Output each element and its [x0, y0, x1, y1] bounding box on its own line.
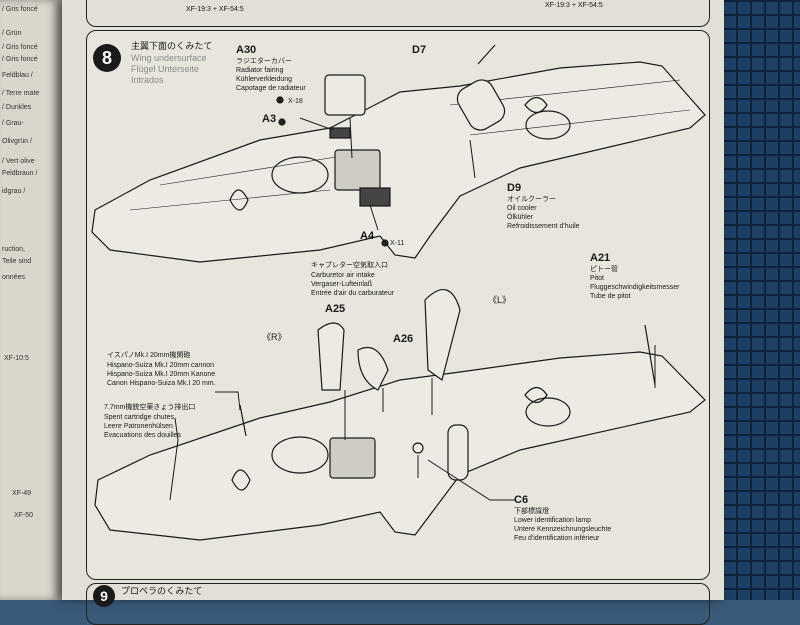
carburetor-intake-part: [357, 346, 389, 391]
cannon-jp: イスパノMk.I 20mm機関砲: [107, 352, 191, 359]
left-fragment: idgrau /: [2, 188, 26, 195]
left-fragment: / Gris foncé: [2, 6, 38, 13]
step-title-de: Flügel Unterseite: [131, 64, 200, 74]
a3-label: A3: [262, 113, 277, 125]
a25-label: A25: [325, 303, 346, 315]
a21-en: Pitot: [590, 275, 605, 282]
a21-id: A21: [590, 252, 611, 264]
step-title-jp: 主翼下面のくみたて: [131, 41, 213, 51]
step-title-fr: Intrados: [131, 75, 164, 85]
x18-label: X-18: [288, 98, 303, 105]
left-fragment: / Gris foncé: [2, 44, 38, 51]
c6-en: Lower identification lamp: [514, 517, 592, 524]
left-fragment: Feldblau /: [2, 72, 33, 79]
left-fragment: / Vert olive: [2, 158, 35, 165]
c6-id: C6: [514, 494, 529, 506]
a26-label: A26: [393, 333, 414, 345]
cannon-de: Hispano-Suiza Mk.I 20mm Kanone: [107, 371, 216, 378]
left-fragment: Teile sind: [2, 258, 32, 265]
c6-jp: 下部標識燈: [514, 508, 549, 515]
assembly-arrows: [169, 117, 656, 501]
previous-step-panel: [86, 0, 710, 27]
left-fragment: Olivgrün /: [2, 138, 32, 145]
a30-de: Kühlerverkleidung: [236, 76, 293, 83]
left-cannon-part: [424, 289, 461, 381]
paint-code-left: XF-19:3 + XF-54:5: [186, 6, 244, 13]
cutting-mat-background: [722, 0, 800, 600]
right-cannon-part: [317, 322, 345, 391]
carb-fr: Entrée d'air du carburateur: [311, 290, 395, 297]
a30-jp: ラジエターカバー: [236, 58, 292, 65]
left-fragment: ruction,: [2, 246, 25, 253]
step-number-badge: 8: [93, 44, 121, 72]
left-fragment: Feldbraun /: [2, 170, 38, 177]
carb-en: Carburetor air intake: [311, 272, 375, 279]
d9-jp: オイルクーラー: [507, 196, 556, 203]
left-fragment: / Grün: [2, 30, 22, 37]
a21-fr: Tube de pitot: [590, 293, 631, 300]
c6-de: Untere Kennzeichnungsleuchte: [514, 526, 612, 533]
left-color-code: XF-49: [12, 490, 32, 497]
left-fragment: / Dunkles: [2, 104, 32, 111]
cannon-en: Hispano-Suiza Mk.I 20mm cannon: [107, 362, 214, 369]
d9-id: D9: [507, 182, 522, 194]
cannon-fr: Canon Hispano-Suiza Mk.I 20 mm.: [107, 380, 216, 387]
carb-de: Vergaser-Lufteinlaß: [311, 281, 373, 288]
right-side-label: 《R》: [262, 332, 287, 342]
a30-id: A30: [236, 44, 257, 56]
carb-jp: キャブレター空気取入口: [311, 262, 388, 269]
upper-wing-drawing: [91, 44, 706, 263]
left-fragment: onnées: [2, 274, 25, 281]
d7-label: D7: [412, 44, 427, 56]
c6-fr: Feu d'identification inférieur: [514, 535, 600, 542]
d9-fr: Refroidissement d'huile: [507, 223, 580, 230]
next-step-title-jp: プロペラのくみたて: [121, 586, 203, 596]
a21-jp: ピトー管: [590, 266, 618, 273]
left-side-label: 《L》: [488, 295, 512, 305]
left-fragment: / Gris foncé: [2, 56, 38, 63]
left-fragment: / Grau-: [2, 120, 24, 127]
a21-de: Fluggeschwindigkeitsmesser: [590, 284, 680, 291]
next-step-number-badge: 9: [93, 585, 115, 607]
a4-label: A4: [360, 230, 375, 242]
radiator-fairing-part: [324, 74, 366, 116]
left-color-code: XF-50: [14, 512, 34, 519]
step-title-en: Wing undersurface: [131, 53, 207, 63]
d9-en: Oil cooler: [507, 205, 537, 212]
chutes-fr: Evacuations des douilles: [104, 432, 182, 439]
chutes-de: Leere Patronenhülsen: [104, 423, 173, 430]
x11-label: X-11: [390, 240, 405, 247]
chutes-jp: 7.7mm機銃空薬きょう排出口: [104, 404, 196, 411]
d9-de: Ölkühler: [507, 214, 534, 221]
paint-code-right: XF-19:3 + XF-54:5: [545, 2, 603, 9]
left-page-edge: / Gris foncé / Grün / Gris foncé / Gris …: [0, 0, 62, 600]
lower-wing-drawing: [94, 289, 706, 541]
left-fragment: / Terre mate: [2, 90, 40, 97]
a30-en: Radiator fairing: [236, 67, 284, 74]
left-color-code: XF-10:5: [4, 355, 29, 362]
a30-fr: Capotage de radiateur: [236, 85, 306, 92]
wing-assembly-drawings: [91, 44, 706, 541]
chutes-en: Spent cartridge chutes: [104, 414, 175, 421]
